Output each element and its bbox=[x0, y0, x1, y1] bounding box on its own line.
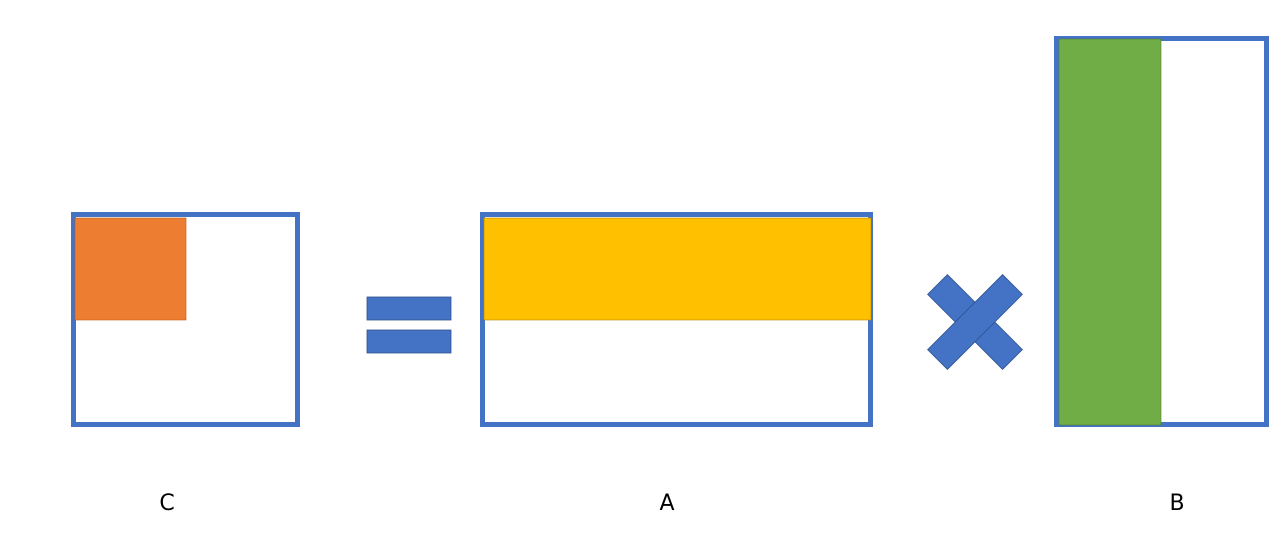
matrix-a-highlight-row bbox=[483, 217, 872, 321]
matrix-b-label: B bbox=[1169, 491, 1185, 516]
multiply-icon bbox=[927, 274, 1023, 370]
equals-icon bbox=[366, 296, 452, 354]
matrix-c-highlight-block bbox=[74, 217, 187, 321]
matrix-b bbox=[1054, 36, 1269, 427]
matrix-c bbox=[71, 212, 300, 427]
matrix-c-label: C bbox=[159, 491, 175, 516]
matrix-a bbox=[480, 212, 873, 427]
matrix-a-label: A bbox=[659, 491, 675, 516]
matrix-b-frame bbox=[1054, 36, 1269, 427]
matrix-b-highlight-column bbox=[1058, 38, 1162, 426]
matrix-c-frame bbox=[71, 212, 300, 427]
